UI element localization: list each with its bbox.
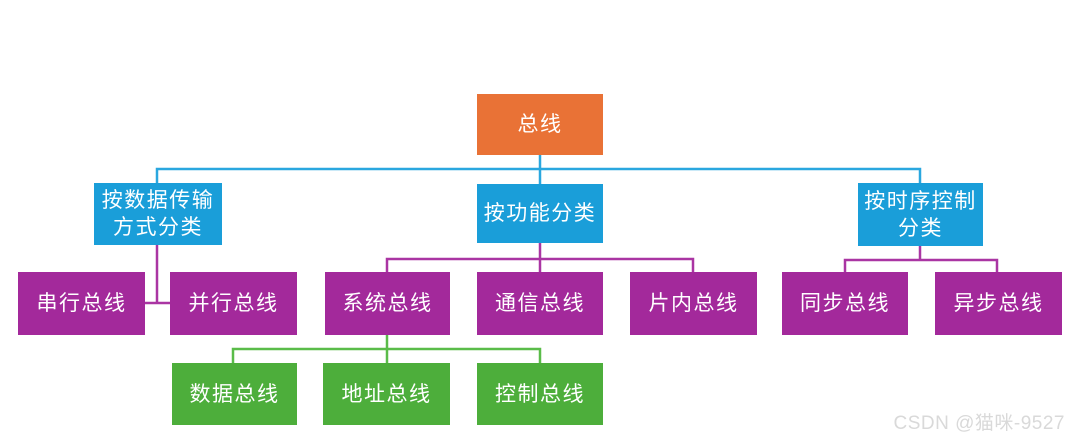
node-bus-root: 总线: [477, 94, 603, 155]
node-label-line2: 分类: [898, 216, 943, 240]
connector-function-children: [385, 243, 695, 272]
node-label: 片内总线: [648, 292, 739, 315]
node-synchronous-bus: 同步总线: [782, 272, 908, 335]
node-serial-bus: 串行总线: [18, 272, 145, 335]
node-category-transfer-mode: 按数据传输 方式分类: [94, 183, 222, 245]
node-system-bus: 系统总线: [325, 272, 450, 335]
connector-system-children: [231, 335, 542, 363]
node-label: 串行总线: [36, 292, 127, 315]
csdn-watermark: CSDN @猫咪-9527: [893, 413, 1065, 434]
node-asynchronous-bus: 异步总线: [935, 272, 1062, 335]
node-label: 同步总线: [800, 292, 890, 315]
node-label: 地址总线: [341, 382, 432, 406]
node-label: 数据总线: [189, 382, 280, 406]
node-label: 按功能分类: [483, 202, 597, 225]
node-label: 通信总线: [495, 292, 585, 315]
node-category-function: 按功能分类: [477, 184, 603, 243]
node-label-line2: 方式分类: [113, 216, 203, 239]
node-label: 并行总线: [188, 292, 279, 315]
node-onchip-bus: 片内总线: [630, 272, 757, 335]
connector-transfer-children: [145, 245, 170, 305]
node-label: 系统总线: [342, 292, 433, 315]
node-label-line1: 按时序控制: [864, 189, 977, 213]
node-control-bus: 控制总线: [477, 363, 603, 425]
node-address-bus: 地址总线: [323, 363, 450, 425]
connector-root-to-categories: [155, 155, 922, 184]
node-label: 异步总线: [953, 292, 1044, 315]
node-label: 控制总线: [495, 382, 585, 406]
node-label-line1: 按数据传输: [101, 189, 215, 212]
connector-timing-children: [843, 246, 999, 272]
node-category-timing-control: 按时序控制 分类: [858, 183, 983, 246]
node-communication-bus: 通信总线: [477, 272, 603, 335]
node-label: 总线: [517, 113, 563, 136]
node-parallel-bus: 并行总线: [170, 272, 297, 335]
node-data-bus: 数据总线: [172, 363, 297, 425]
